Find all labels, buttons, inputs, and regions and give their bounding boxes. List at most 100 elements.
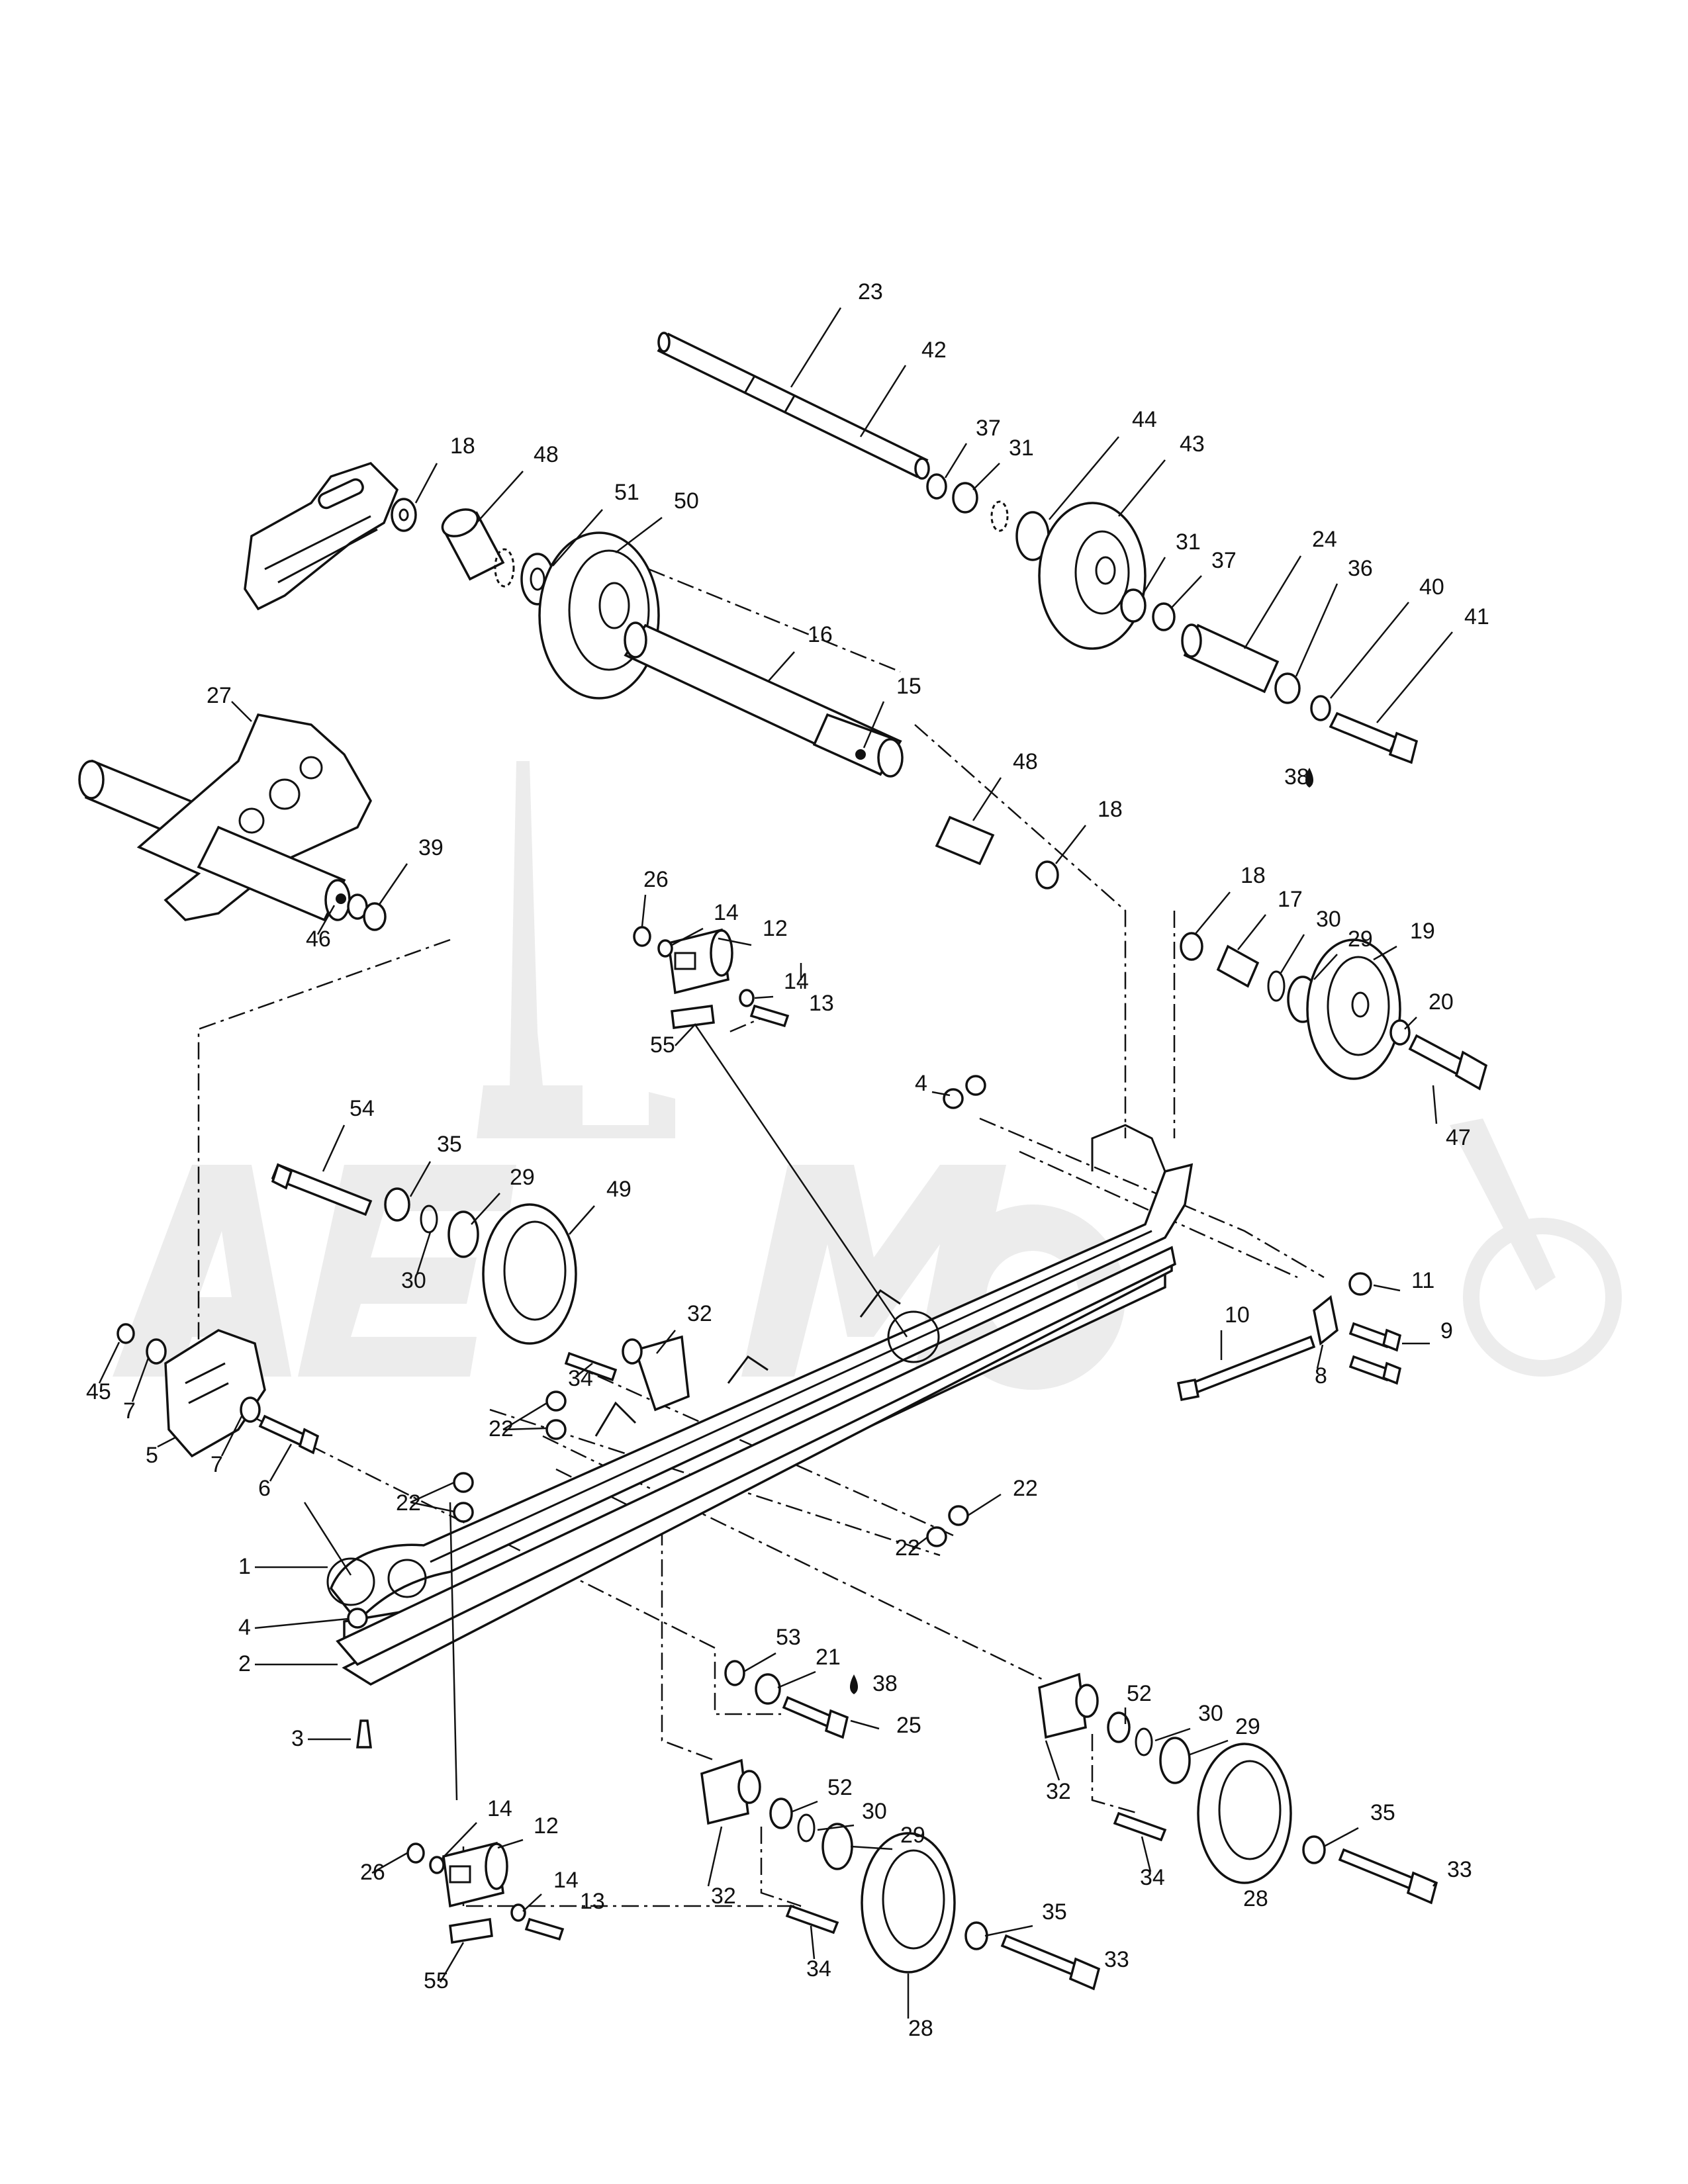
block-12-upper: [667, 928, 733, 995]
callout-14: 14: [553, 1868, 579, 1893]
callout-30: 30: [401, 1268, 426, 1293]
parts: [78, 332, 1488, 1991]
callout-34: 34: [1140, 1865, 1165, 1890]
bolt-33-lower: [1000, 1934, 1081, 1978]
callout-30: 30: [1316, 907, 1341, 932]
callout-51: 51: [614, 480, 639, 505]
shaft-16: [624, 621, 904, 778]
block-55-upper: [671, 1005, 715, 1029]
bolt-41: [1329, 711, 1419, 764]
callout-38: 38: [1284, 764, 1309, 790]
callout-8: 8: [1315, 1363, 1327, 1388]
callout-16: 16: [808, 622, 833, 647]
callout-47: 47: [1446, 1125, 1471, 1150]
callout-18: 18: [1241, 863, 1266, 888]
nut-11: [1348, 1272, 1372, 1296]
callout-22: 22: [895, 1535, 920, 1561]
arm-27: [78, 713, 372, 922]
block-12-lower: [442, 1841, 508, 1908]
bushing-48b: [935, 815, 995, 866]
watermark: [113, 761, 1622, 1390]
callout-30: 30: [1198, 1701, 1223, 1726]
callout-40: 40: [1419, 574, 1444, 600]
callout-17: 17: [1278, 887, 1303, 912]
wheel-19: [1306, 938, 1401, 1080]
callout-19: 19: [1410, 919, 1435, 944]
callout-22: 22: [396, 1490, 421, 1516]
callout-30: 30: [862, 1799, 887, 1824]
callout-55: 55: [650, 1032, 675, 1058]
callout-34: 34: [568, 1366, 593, 1391]
callout-38: 38: [872, 1671, 898, 1696]
callout-29: 29: [1235, 1714, 1260, 1739]
callout-52: 52: [1127, 1681, 1152, 1706]
callout-21: 21: [816, 1645, 841, 1670]
callout-3: 3: [291, 1726, 304, 1751]
callout-4: 4: [915, 1071, 927, 1096]
callout-32: 32: [687, 1301, 712, 1326]
callout-33: 33: [1447, 1857, 1472, 1882]
callout-13: 13: [809, 991, 834, 1016]
callout-52: 52: [827, 1775, 853, 1800]
bolt-34-lower: [785, 1904, 839, 1934]
wheel-28-lower: [861, 1832, 956, 1974]
callout-20: 20: [1429, 989, 1454, 1015]
leader-lines: [98, 307, 1453, 2019]
callout-29: 29: [510, 1165, 535, 1190]
wheel-43: [1038, 502, 1147, 650]
callout-24: 24: [1312, 527, 1337, 552]
callout-12: 12: [763, 916, 788, 941]
callout-39: 39: [418, 835, 444, 860]
callout-13: 13: [580, 1889, 605, 1914]
callout-10: 10: [1225, 1302, 1250, 1328]
callout-28: 28: [908, 2016, 933, 2041]
callout-45: 45: [86, 1379, 111, 1404]
wheel-28-right: [1197, 1743, 1292, 1884]
shaft-23: [657, 332, 930, 480]
callout-4: 4: [238, 1615, 251, 1640]
callout-35: 35: [1370, 1800, 1395, 1825]
callout-35: 35: [437, 1132, 462, 1157]
callout-43: 43: [1180, 432, 1205, 457]
callout-31: 31: [1176, 529, 1201, 555]
callout-41: 41: [1464, 604, 1489, 629]
callout-14: 14: [487, 1796, 512, 1821]
side-plate-upper: [244, 461, 399, 611]
nut-26: [633, 926, 651, 947]
callout-32: 32: [711, 1884, 736, 1909]
callout-33: 33: [1104, 1947, 1129, 1972]
washer-40: [1310, 695, 1331, 721]
spacer-31: [952, 482, 978, 514]
callout-53: 53: [776, 1625, 801, 1650]
callout-26: 26: [360, 1860, 385, 1885]
callout-29: 29: [1348, 927, 1373, 952]
callout-35: 35: [1042, 1899, 1067, 1925]
washer-36: [1274, 672, 1301, 704]
callout-5: 5: [146, 1443, 158, 1468]
callout-22: 22: [489, 1416, 514, 1441]
callout-29: 29: [900, 1823, 925, 1848]
callout-11: 11: [1411, 1268, 1434, 1293]
callout-34: 34: [806, 1956, 831, 1981]
screw-3: [356, 1719, 372, 1749]
callout-48: 48: [534, 442, 559, 467]
bolt-33-right: [1338, 1848, 1419, 1891]
callout-14: 14: [714, 900, 739, 925]
callout-7: 7: [211, 1452, 223, 1477]
mount-32-lower: [700, 1758, 749, 1825]
callout-12: 12: [534, 1813, 559, 1839]
slide-2: [336, 1246, 1176, 1666]
callout-1: 1: [238, 1554, 251, 1579]
callout-31: 31: [1009, 435, 1034, 461]
callout-54: 54: [350, 1096, 375, 1121]
callout-49: 49: [606, 1177, 632, 1202]
callout-15: 15: [896, 674, 921, 699]
callout-50: 50: [674, 488, 699, 514]
callout-14: 14: [784, 969, 809, 994]
callout-2: 2: [238, 1651, 251, 1676]
washer-18: [391, 498, 417, 532]
callout-48: 48: [1013, 749, 1038, 774]
callout-36: 36: [1348, 556, 1373, 581]
callout-42: 42: [921, 338, 947, 363]
